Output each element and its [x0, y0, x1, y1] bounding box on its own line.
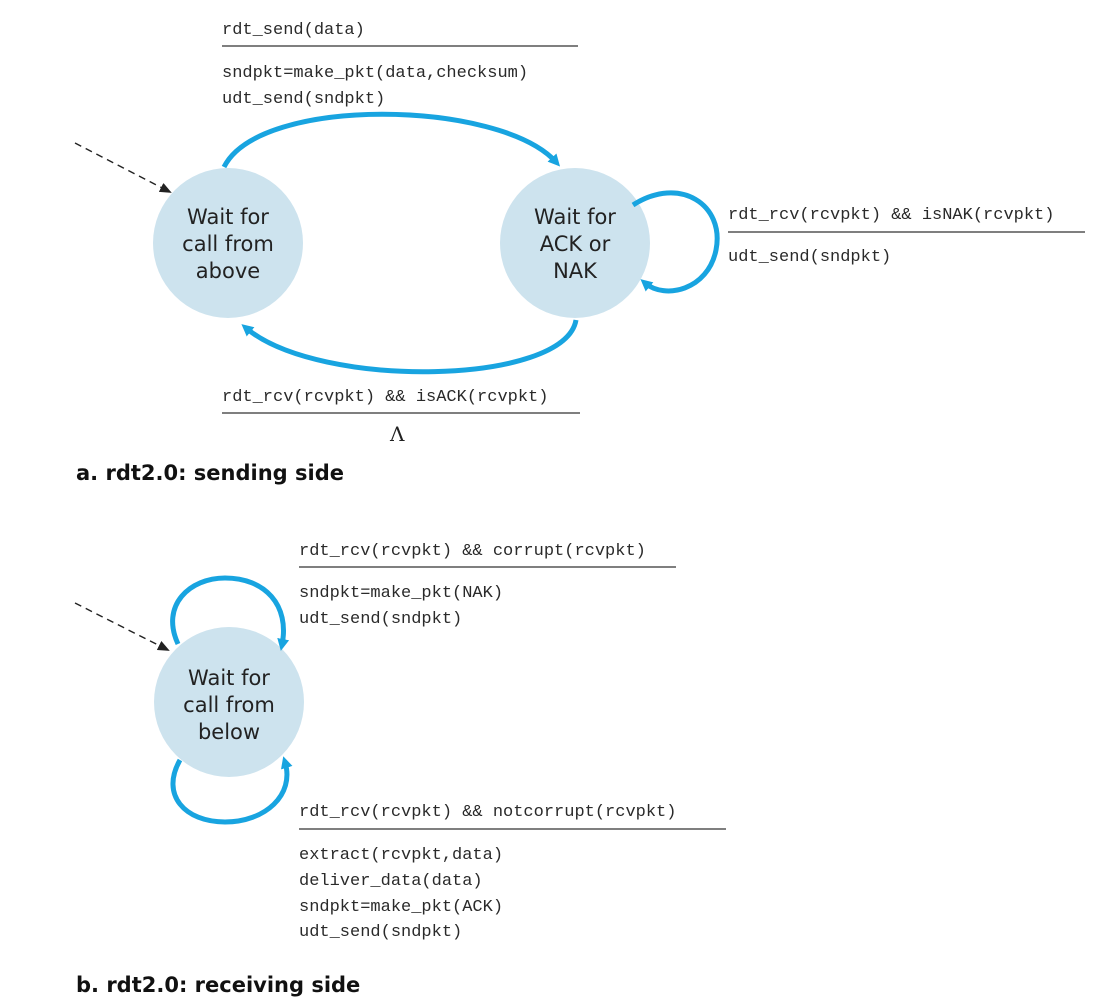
arrow-send-to-wait-ack [221, 111, 561, 169]
t-ack-event: rdt_rcv(rcvpkt) && isACK(rcvpkt) [222, 388, 548, 407]
caption-sending-side: a. rdt2.0: sending side [76, 461, 344, 485]
t-corrupt-action-1: sndpkt=make_pkt(NAK) [299, 584, 503, 603]
arrow-ack-to-wait-above [241, 319, 579, 375]
state-wait-below-line-3: below [198, 720, 260, 744]
state-wait-call-below [154, 627, 304, 777]
state-wait-below-line-1: Wait for [188, 666, 270, 690]
sender-diagram: rdt_send(data) sndpkt=make_pkt(data,chec… [74, 21, 1085, 485]
t-nak-event: rdt_rcv(rcvpkt) && isNAK(rcvpkt) [728, 206, 1054, 225]
arrow-self-loop-notcorrupt [170, 756, 293, 825]
state-wait-above-line-1: Wait for [187, 205, 269, 229]
t-notcorrupt-action-4: udt_send(sndpkt) [299, 923, 462, 942]
state-wait-above-line-3: above [196, 259, 260, 283]
state-wait-ack-line-2: ACK or [540, 232, 611, 256]
t-notcorrupt-action-3: sndpkt=make_pkt(ACK) [299, 898, 503, 917]
state-wait-ack-line-1: Wait for [534, 205, 616, 229]
receiver-diagram: rdt_rcv(rcvpkt) && corrupt(rcvpkt) sndpk… [74, 542, 726, 997]
t-notcorrupt-event: rdt_rcv(rcvpkt) && notcorrupt(rcvpkt) [299, 803, 676, 822]
state-wait-ack-line-3: NAK [553, 259, 598, 283]
t-send-event: rdt_send(data) [222, 21, 365, 40]
t-notcorrupt-action-2: deliver_data(data) [299, 872, 483, 891]
t-send-action-1: sndpkt=make_pkt(data,checksum) [222, 64, 528, 83]
state-wait-above-line-2: call from [182, 232, 274, 256]
state-wait-ack-nak [500, 168, 650, 318]
lambda-symbol: Λ [389, 422, 405, 446]
arrow-self-loop-nak [631, 190, 720, 294]
initial-arrow-sender [74, 142, 172, 193]
t-corrupt-action-2: udt_send(sndpkt) [299, 610, 462, 629]
t-corrupt-event: rdt_rcv(rcvpkt) && corrupt(rcvpkt) [299, 542, 646, 561]
t-send-action-2: udt_send(sndpkt) [222, 90, 385, 109]
arrow-self-loop-corrupt [170, 575, 290, 651]
initial-arrow-receiver [74, 602, 170, 651]
t-notcorrupt-action-1: extract(rcvpkt,data) [299, 846, 503, 865]
state-wait-below-line-2: call from [183, 693, 275, 717]
caption-receiving-side: b. rdt2.0: receiving side [76, 973, 360, 997]
state-wait-call-above [153, 168, 303, 318]
t-nak-action-1: udt_send(sndpkt) [728, 248, 891, 267]
